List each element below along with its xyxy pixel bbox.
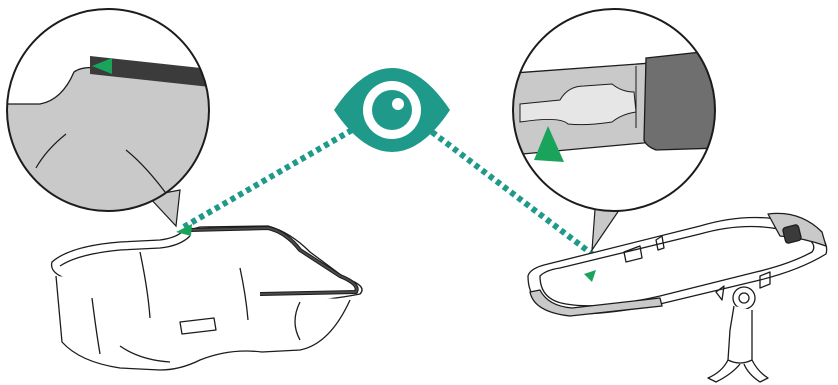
left-detail-callout — [0, 9, 220, 230]
frame-illustration — [528, 213, 827, 382]
carrycot-illustration — [52, 226, 363, 370]
right-detail-callout — [500, 9, 720, 250]
eye-icon — [334, 68, 450, 152]
connector-left — [182, 130, 352, 228]
